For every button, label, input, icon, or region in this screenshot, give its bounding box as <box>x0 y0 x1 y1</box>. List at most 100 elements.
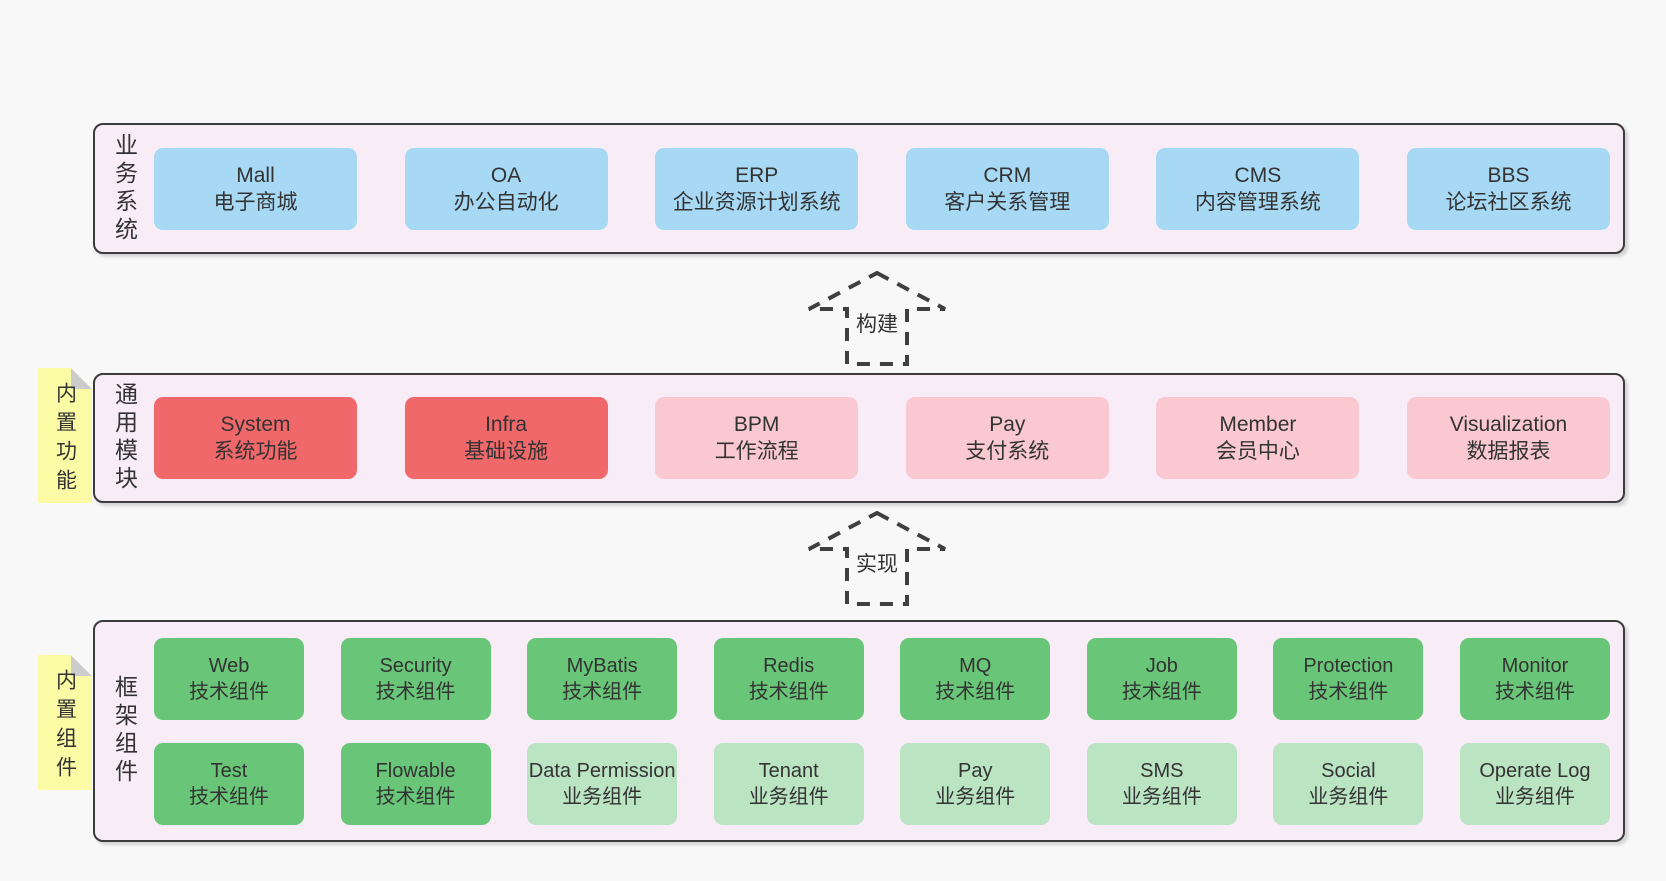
arrow-label: 实现 <box>852 552 902 577</box>
module-subtitle: 技术组件 <box>748 680 829 703</box>
module-subtitle: 企业资源计划系统 <box>672 190 841 214</box>
module-subtitle: 系统功能 <box>213 440 298 463</box>
module-subtitle: 技术组件 <box>562 680 643 703</box>
module-box-data-permission: Data Permission 业务组件 <box>527 742 678 825</box>
module-row: System 系统功能 Infra 基础设施 BPM 工作流程 Pay 支付系统 Member 会… <box>154 397 1610 479</box>
module-box-oa: OA 办公自动化 <box>404 147 608 230</box>
module-box-mq: MQ 技术组件 <box>900 637 1051 720</box>
module-subtitle: 业务组件 <box>562 785 643 808</box>
module-name: Member <box>1219 413 1297 436</box>
module-subtitle: 业务组件 <box>748 785 829 808</box>
module-name: Web <box>208 654 250 677</box>
module-box-pay: Pay 支付系统 <box>905 397 1109 479</box>
module-subtitle: 电子商城 <box>213 190 298 214</box>
module-box-protection: Protection 技术组件 <box>1273 637 1424 720</box>
module-subtitle: 支付系统 <box>965 440 1050 463</box>
module-name: Redis <box>763 654 815 677</box>
band-label-common-modules: 通用模块 <box>95 375 153 501</box>
sticky-label-wrap: 内置功能 <box>38 368 92 503</box>
module-subtitle: 技术组件 <box>1121 680 1202 703</box>
sticky-label-wrap: 内置组件 <box>38 655 92 790</box>
module-box-tenant: Tenant 业务组件 <box>713 742 864 825</box>
arrow-label: 构建 <box>852 312 902 337</box>
module-box-web: Web 技术组件 <box>154 637 304 720</box>
module-box-mall: Mall 电子商城 <box>154 147 357 230</box>
module-subtitle: 论坛社区系统 <box>1445 190 1572 214</box>
module-subtitle: 技术组件 <box>1308 680 1389 703</box>
module-subtitle: 技术组件 <box>189 680 269 703</box>
module-name: BBS <box>1487 163 1530 187</box>
module-name: Data Permission <box>528 759 676 782</box>
module-box-job: Job 技术组件 <box>1086 637 1237 720</box>
module-name: System <box>220 413 291 436</box>
module-name: Infra <box>485 413 528 436</box>
module-box-infra: Infra 基础设施 <box>404 397 608 479</box>
sticky-note-built-in-features: 内置功能 <box>38 368 92 503</box>
module-subtitle: 客户关系管理 <box>944 190 1071 214</box>
module-name: OA <box>490 163 522 187</box>
module-subtitle: 技术组件 <box>189 785 269 808</box>
arrow-build: 构建 <box>797 268 957 368</box>
module-name: BPM <box>733 413 780 436</box>
module-name: MQ <box>959 654 992 677</box>
module-name: Mall <box>236 163 275 187</box>
module-name: Security <box>379 654 452 677</box>
band-content: System 系统功能 Infra 基础设施 BPM 工作流程 Pay 支付系统 Member 会… <box>153 375 1623 501</box>
module-name: Social <box>1321 759 1376 782</box>
module-subtitle: 业务组件 <box>935 785 1016 808</box>
module-subtitle: 技术组件 <box>375 785 456 808</box>
module-box-security: Security 技术组件 <box>340 637 491 720</box>
sticky-label-text: 内置组件 <box>53 668 77 785</box>
band-label-text: 业务系统 <box>111 132 138 245</box>
module-subtitle: 数据报表 <box>1466 440 1551 463</box>
band-label-framework-components: 框架组件 <box>95 622 153 840</box>
band-label-text: 通用模块 <box>111 382 138 494</box>
module-name: Pay <box>958 759 993 782</box>
band-common-modules: 通用模块 System 系统功能 Infra 基础设施 BPM 工作流程 Pay 支付系统 Me… <box>93 373 1625 503</box>
module-box-pay: Pay 业务组件 <box>900 742 1051 825</box>
module-box-redis: Redis 技术组件 <box>713 637 864 720</box>
module-name: Tenant <box>758 759 819 782</box>
module-subtitle: 技术组件 <box>1494 680 1575 703</box>
module-box-bpm: BPM 工作流程 <box>655 397 859 479</box>
module-subtitle: 工作流程 <box>714 440 799 463</box>
module-name: Visualization <box>1449 413 1568 436</box>
module-name: SMS <box>1140 759 1184 782</box>
module-name: Test <box>210 759 248 782</box>
module-subtitle: 办公自动化 <box>453 190 559 214</box>
module-box-member: Member 会员中心 <box>1156 397 1360 479</box>
module-subtitle: 技术组件 <box>375 680 456 703</box>
module-box-social: Social 业务组件 <box>1273 742 1424 825</box>
module-subtitle: 会员中心 <box>1215 440 1300 463</box>
module-name: Pay <box>989 413 1026 436</box>
band-label-business-systems: 业务系统 <box>95 125 153 252</box>
module-name: Monitor <box>1501 654 1569 677</box>
module-name: Protection <box>1303 654 1394 677</box>
sticky-note-built-in-components: 内置组件 <box>38 655 92 790</box>
module-subtitle: 业务组件 <box>1308 785 1389 808</box>
module-subtitle: 基础设施 <box>464 440 549 463</box>
module-box-system: System 系统功能 <box>154 397 357 479</box>
module-box-bbs: BBS 论坛社区系统 <box>1406 147 1610 230</box>
module-subtitle: 技术组件 <box>935 680 1016 703</box>
module-box-test: Test 技术组件 <box>154 742 304 825</box>
module-box-visualization: Visualization 数据报表 <box>1406 397 1610 479</box>
module-name: Job <box>1145 654 1178 677</box>
arrow-implement: 实现 <box>797 508 957 608</box>
module-name: Operate Log <box>1479 759 1591 782</box>
module-box-monitor: Monitor 技术组件 <box>1459 637 1610 720</box>
sticky-label-text: 内置功能 <box>53 381 77 498</box>
